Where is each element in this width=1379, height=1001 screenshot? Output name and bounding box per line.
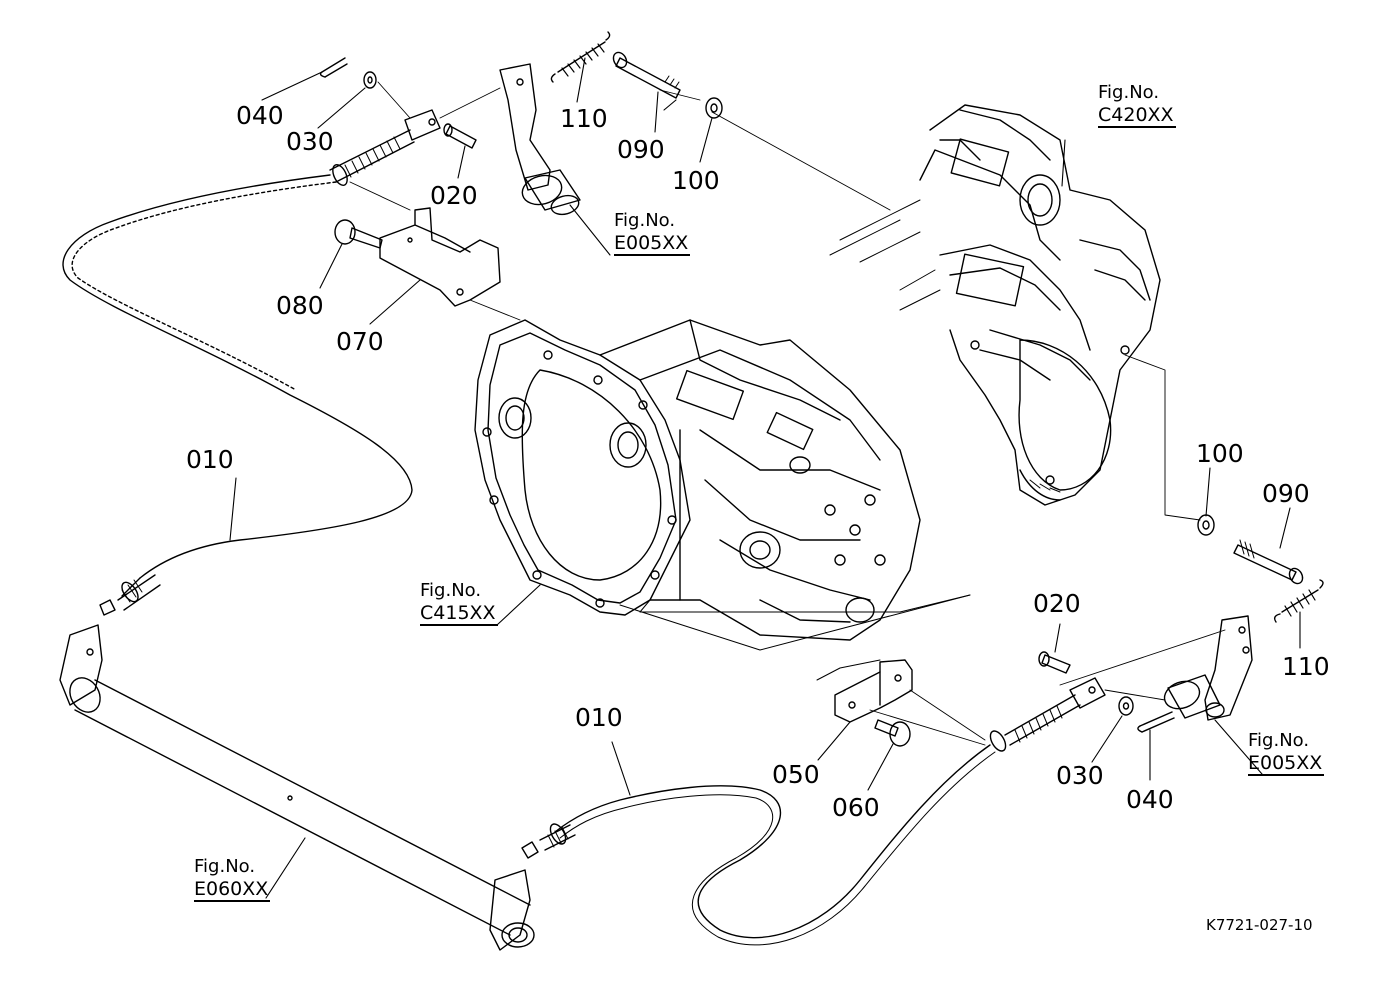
callout-020-right: 020 xyxy=(1033,589,1081,618)
figref-code: C415XX xyxy=(420,602,498,627)
bolt-090a xyxy=(612,51,681,99)
callout-010-upper: 010 xyxy=(186,445,234,474)
cotter-pin-040a xyxy=(319,57,348,78)
assembly-lines-right xyxy=(869,354,1226,746)
callout-010-lower: 010 xyxy=(575,703,623,732)
washer-100b xyxy=(1197,514,1215,536)
clevis-b xyxy=(1069,677,1106,709)
transmission-case xyxy=(474,319,971,651)
bolt-090b xyxy=(1233,539,1304,585)
callout-020-upper: 020 xyxy=(430,181,478,210)
assembly-lines-upper xyxy=(349,81,891,321)
callout-030-upper: 030 xyxy=(286,127,334,156)
figref-label: Fig.No. xyxy=(1248,730,1310,751)
figref-code: E060XX xyxy=(194,878,271,903)
callout-110-right: 110 xyxy=(1282,652,1330,681)
figref-label: Fig.No. xyxy=(194,856,256,877)
figref-e005xx-lower: Fig.No. E005XX xyxy=(1248,730,1325,777)
cross-shaft xyxy=(59,624,535,951)
figref-code: E005XX xyxy=(614,232,691,257)
bolt-080 xyxy=(334,219,383,249)
figref-label: Fig.No. xyxy=(420,580,482,601)
figref-code: E005XX xyxy=(1248,752,1325,777)
callout-070: 070 xyxy=(336,327,384,356)
callout-050: 050 xyxy=(772,760,820,789)
bolt-060 xyxy=(874,719,911,747)
callout-040-right: 040 xyxy=(1126,785,1174,814)
callout-060: 060 xyxy=(832,793,880,822)
lower-cable xyxy=(521,694,1081,946)
spring-110b xyxy=(1273,579,1324,623)
callout-090-upper: 090 xyxy=(617,135,665,164)
callout-100-upper: 100 xyxy=(672,166,720,195)
callout-110-upper: 110 xyxy=(560,104,608,133)
bracket-070 xyxy=(379,207,501,307)
spring-110a xyxy=(550,31,611,83)
figref-code: C420XX xyxy=(1098,104,1176,129)
figref-label: Fig.No. xyxy=(1098,82,1160,103)
figref-c415xx: Fig.No. C415XX xyxy=(420,580,498,627)
cotter-pin-040b xyxy=(1137,711,1175,733)
bracket-050 xyxy=(816,659,913,723)
figref-e060xx: Fig.No. E060XX xyxy=(194,856,271,903)
callout-030-right: 030 xyxy=(1056,761,1104,790)
callout-090-right: 090 xyxy=(1262,479,1310,508)
clutch-housing xyxy=(829,104,1161,506)
callout-100-right: 100 xyxy=(1196,439,1244,468)
washer-030b xyxy=(1118,696,1134,716)
figref-e005xx-upper: Fig.No. E005XX xyxy=(614,210,691,257)
figref-c420xx: Fig.No. C420XX xyxy=(1098,82,1176,129)
callout-080: 080 xyxy=(276,291,324,320)
washer-030a xyxy=(363,71,377,89)
lower-lever xyxy=(1163,615,1253,721)
pin-020a xyxy=(443,123,477,149)
figref-label: Fig.No. xyxy=(614,210,676,231)
leader-lines xyxy=(229,57,1301,899)
upper-lever xyxy=(499,63,581,216)
upper-cable-end xyxy=(99,574,161,616)
callout-040-upper: 040 xyxy=(236,101,284,130)
upper-cable xyxy=(62,109,441,597)
document-id: K7721-027-10 xyxy=(1206,916,1313,934)
pin-020b xyxy=(1038,651,1071,674)
washer-100a xyxy=(705,97,723,119)
